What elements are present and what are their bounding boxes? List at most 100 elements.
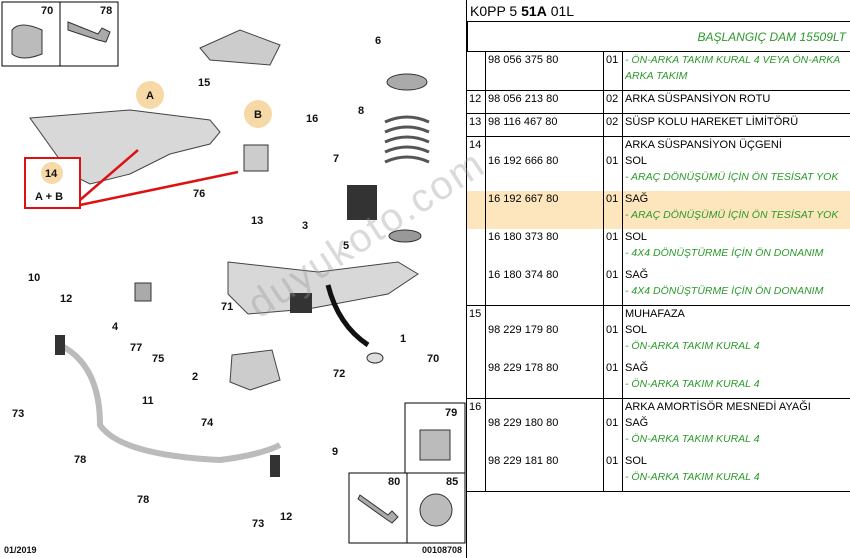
side: SOL bbox=[625, 155, 648, 167]
bushing-b bbox=[243, 144, 269, 172]
quantity: 02 bbox=[606, 93, 619, 105]
group-number: 16 bbox=[469, 401, 482, 413]
group-number: 13 bbox=[469, 116, 482, 128]
callout: 78 bbox=[137, 494, 149, 506]
description: MUHAFAZA bbox=[625, 308, 685, 320]
group-number bbox=[469, 453, 485, 469]
quantity: 01 bbox=[606, 455, 619, 467]
callout: 79 bbox=[445, 407, 457, 419]
note: - ÖN-ARKA TAKIM KURAL 4 bbox=[625, 378, 760, 390]
part-number: 16 192 666 80 bbox=[488, 155, 559, 167]
callout: 74 bbox=[201, 417, 214, 429]
description: ARKA SÜSPANSİYON ÜÇGENİ bbox=[625, 139, 782, 151]
plug-70 bbox=[366, 352, 384, 364]
legend-bubble bbox=[41, 162, 63, 184]
bubble-b-label: B bbox=[254, 109, 262, 121]
bubble-b bbox=[244, 100, 272, 128]
description: ARKA AMORTİSÖR MESNEDİ AYAĞI bbox=[625, 401, 811, 413]
part-number: 98 056 213 80 bbox=[488, 93, 559, 105]
callout: 5 bbox=[343, 240, 349, 252]
link-12 bbox=[270, 455, 280, 477]
note: - ARAÇ DÖNÜŞÜMÜ İÇİN ÖN TESİSAT YOK bbox=[625, 171, 839, 183]
part-number: 98 116 467 80 bbox=[488, 116, 558, 128]
note: - 4X4 DÖNÜŞTÜRME İÇİN ÖN DONANIM bbox=[625, 285, 824, 297]
part-number: 16 180 373 80 bbox=[488, 231, 559, 243]
part-number: 98 229 178 80 bbox=[488, 362, 559, 374]
part-number: 98 056 375 80 bbox=[488, 54, 559, 66]
nut-79-icon bbox=[419, 429, 451, 461]
callout: 75 bbox=[152, 353, 164, 365]
hose-1 bbox=[325, 284, 370, 348]
table-row[interactable]: 14 16 192 666 80 01 ARKA SÜSPANSİYON ÜÇGE… bbox=[467, 136, 850, 191]
callout: 16 bbox=[306, 113, 318, 125]
bushing-3 bbox=[290, 293, 312, 313]
callout: 85 bbox=[446, 476, 458, 488]
quantity: 01 bbox=[606, 417, 619, 429]
note: - ÖN-ARKA TAKIM KURAL 4 bbox=[625, 471, 760, 483]
part-number: 16 180 374 80 bbox=[488, 269, 559, 281]
parts-table: 98 056 375 80 01 - ÖN-ARKA TAKIM KURAL 4 V… bbox=[467, 52, 850, 492]
side: SOL bbox=[625, 324, 648, 336]
quantity: 01 bbox=[606, 193, 619, 205]
note: - 4X4 DÖNÜŞTÜRME İÇİN ÖN DONANIM bbox=[625, 247, 824, 259]
callout: 78 bbox=[74, 454, 86, 466]
diagram-code: 00108708 bbox=[421, 545, 462, 555]
callout: 72 bbox=[333, 368, 345, 380]
group-number bbox=[469, 229, 485, 245]
note: - ÖN-ARKA TAKIM KURAL 4 bbox=[625, 433, 760, 445]
note: ARKA TAKIM bbox=[625, 70, 688, 82]
legend-arrows bbox=[79, 149, 239, 207]
note: - ÖN-ARKA TAKIM KURAL 4 VEYA ÖN-ARKA bbox=[625, 54, 841, 66]
description: SOL bbox=[625, 455, 648, 467]
callout: 12 bbox=[60, 293, 72, 305]
side: SAĞ bbox=[625, 417, 649, 429]
parts-diagram: 70 78 15 6 16 8 7 5 13 3 1 70 71 72 2 74… bbox=[1, 0, 467, 558]
callout: 9 bbox=[332, 446, 338, 458]
page-title: K0PP 5 51A 01L bbox=[467, 0, 850, 22]
plug-icon bbox=[11, 24, 43, 59]
callout: 80 bbox=[388, 476, 400, 488]
coil-spring-8 bbox=[384, 115, 430, 164]
quantity: 01 bbox=[606, 269, 619, 281]
legend-number: 14 bbox=[45, 168, 58, 180]
quantity: 01 bbox=[606, 155, 619, 167]
quantity: 01 bbox=[606, 54, 619, 66]
callout: 73 bbox=[12, 408, 24, 420]
bubble-a bbox=[136, 81, 164, 109]
group-number: 14 bbox=[469, 139, 482, 151]
callout: 78 bbox=[100, 5, 112, 17]
nut-85-icon bbox=[419, 493, 453, 527]
table-row[interactable]: 98 056 375 80 01 - ÖN-ARKA TAKIM KURAL 4 V… bbox=[467, 52, 850, 91]
note: - ÖN-ARKA TAKIM KURAL 4 bbox=[625, 340, 760, 352]
description: SOL bbox=[625, 231, 648, 243]
callout: 73 bbox=[252, 518, 264, 530]
description: SÜSP KOLU HAREKET LİMİTÖRÜ bbox=[625, 116, 799, 128]
description: SAĞ bbox=[625, 191, 850, 207]
bump-stop-7 bbox=[347, 185, 377, 220]
callout: 3 bbox=[302, 220, 308, 232]
callout: 8 bbox=[358, 105, 364, 117]
callout: 13 bbox=[251, 215, 263, 227]
callout: 6 bbox=[375, 35, 381, 47]
top-mount-6 bbox=[386, 73, 428, 91]
description: ARKA SÜSPANSİYON ROTU bbox=[625, 93, 771, 105]
callout: 2 bbox=[192, 371, 198, 383]
group-number bbox=[469, 191, 485, 207]
callout: 7 bbox=[333, 153, 339, 165]
subheader: BAŞLANGIÇ DAM 15509LT bbox=[467, 22, 850, 52]
callout: 71 bbox=[221, 301, 233, 313]
group-number bbox=[469, 360, 485, 376]
description: SAĞ bbox=[625, 362, 649, 374]
bolt-80-icon bbox=[357, 494, 399, 524]
group-number bbox=[469, 52, 485, 68]
callout: 4 bbox=[112, 321, 119, 333]
